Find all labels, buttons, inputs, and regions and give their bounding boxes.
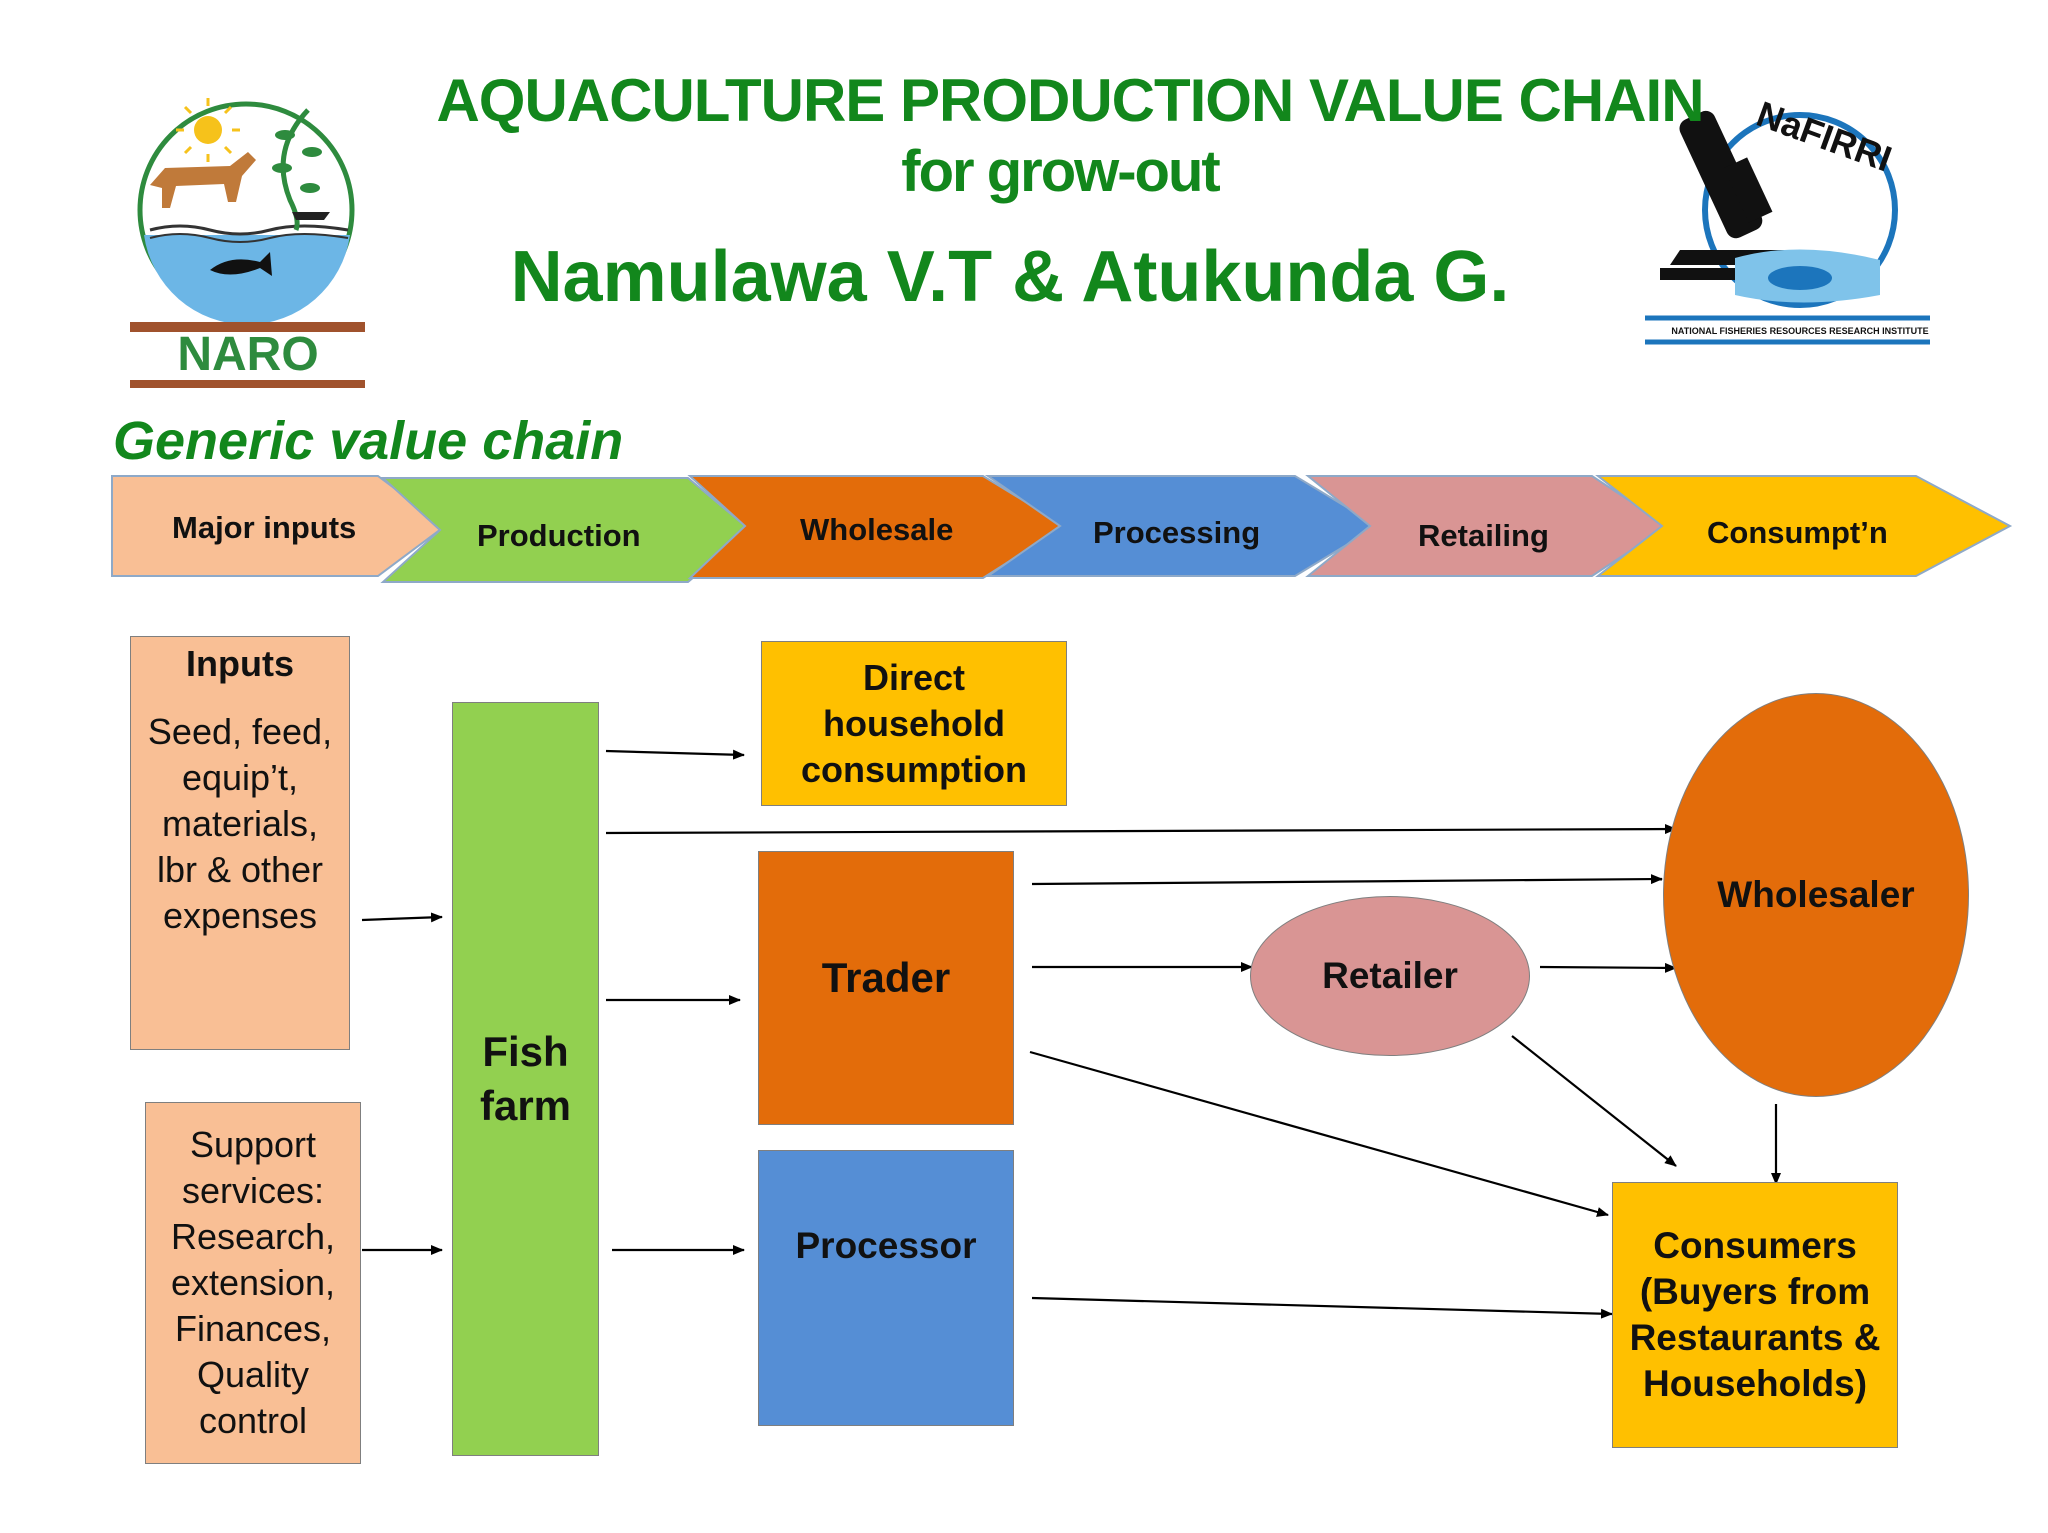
direct-consumption-box: Direct household consumption [761,641,1067,806]
stage-label-processing: Processing [1093,515,1261,550]
wholesaler-ellipse: Wholesaler [1663,693,1969,1097]
wholesaler-label: Wholesaler [1717,874,1915,915]
arrow-farm-to-direct [605,749,745,760]
stage-label-production: Production [477,518,641,553]
support-line: extension, [170,1262,336,1303]
fish-farm-line: farm [479,1082,572,1129]
arrow-retailer-to-consumers [1511,1035,1677,1167]
support-line: Finances, [174,1308,332,1349]
stage-label-consumption: Consumpt’n [1707,515,1888,550]
stage-major-inputs [111,475,447,577]
trader-box: Trader [758,851,1014,1125]
inputs-line: Seed, feed, [147,711,333,752]
support-line: Research, [170,1216,336,1257]
support-line: services: [181,1170,325,1211]
stage-wholesale [687,475,1067,579]
stage-processing [984,475,1380,577]
processor-label: Processor [795,1225,977,1266]
direct-line: household [823,702,1005,744]
inputs-line: expenses [162,895,318,936]
section-subtitle: Generic value chain [113,411,624,471]
processor-box: Processor [758,1150,1014,1426]
support-line: Support [189,1124,317,1165]
inputs-line: materials, [161,803,319,844]
stage-consumption [1595,475,2013,577]
consumers-line: Restaurants & [1629,1317,1881,1358]
inputs-box: Inputs Seed, feed, equip’t, materials, l… [130,636,350,1050]
svg-text:NARO: NARO [177,328,318,381]
arrow-processor-to-consumers [1031,1296,1613,1319]
inputs-title: Inputs [186,643,294,684]
direct-line: Direct [862,656,966,698]
consumers-line: (Buyers from [1639,1271,1871,1312]
consumers-line: Households) [1642,1363,1868,1404]
inputs-line: equip’t, [181,757,299,798]
arrow-farm-to-wholesaler [605,824,1677,835]
support-services-box: Support services: Research, extension, F… [145,1102,361,1464]
stage-production [380,477,752,583]
retailer-label: Retailer [1322,955,1458,996]
arrow-trader-to-consumers [1029,1050,1609,1217]
naro-logo: NARO [130,98,365,388]
retailer-ellipse: Retailer [1250,896,1530,1056]
main-subtitle: for grow-out [901,139,1220,204]
svg-text:NATIONAL FISHERIES RESOURCES R: NATIONAL FISHERIES RESOURCES RESEARCH IN… [1671,326,1928,336]
inputs-line: lbr & other [156,849,324,890]
fish-farm-box: Fish farm [452,702,599,1456]
nafirri-logo: NaFIRRI NATIONAL FISHERIES RESOURCES RES… [1645,93,1930,345]
trader-label: Trader [821,954,951,1001]
stage-retailing [1305,475,1670,577]
arrow-trader-to-wholesaler-top [1031,874,1663,886]
authors: Namulawa V.T & Atukunda G. [510,237,1510,317]
stage-label-wholesale: Wholesale [800,512,954,547]
consumers-line: Consumers [1653,1225,1857,1266]
support-line: control [198,1400,308,1441]
fish-farm-line: Fish [482,1028,569,1075]
consumers-box: Consumers (Buyers from Restaurants & Hou… [1612,1182,1898,1448]
stage-label-retailing: Retailing [1418,518,1549,553]
arrow-retailer-to-wholesaler [1539,962,1677,973]
main-title: AQUACULTURE PRODUCTION VALUE CHAIN [436,67,1704,134]
stage-label-major-inputs: Major inputs [172,510,357,545]
direct-line: consumption [801,748,1027,790]
support-line: Quality [196,1354,310,1395]
arrow-inputs-to-farm [361,912,443,923]
